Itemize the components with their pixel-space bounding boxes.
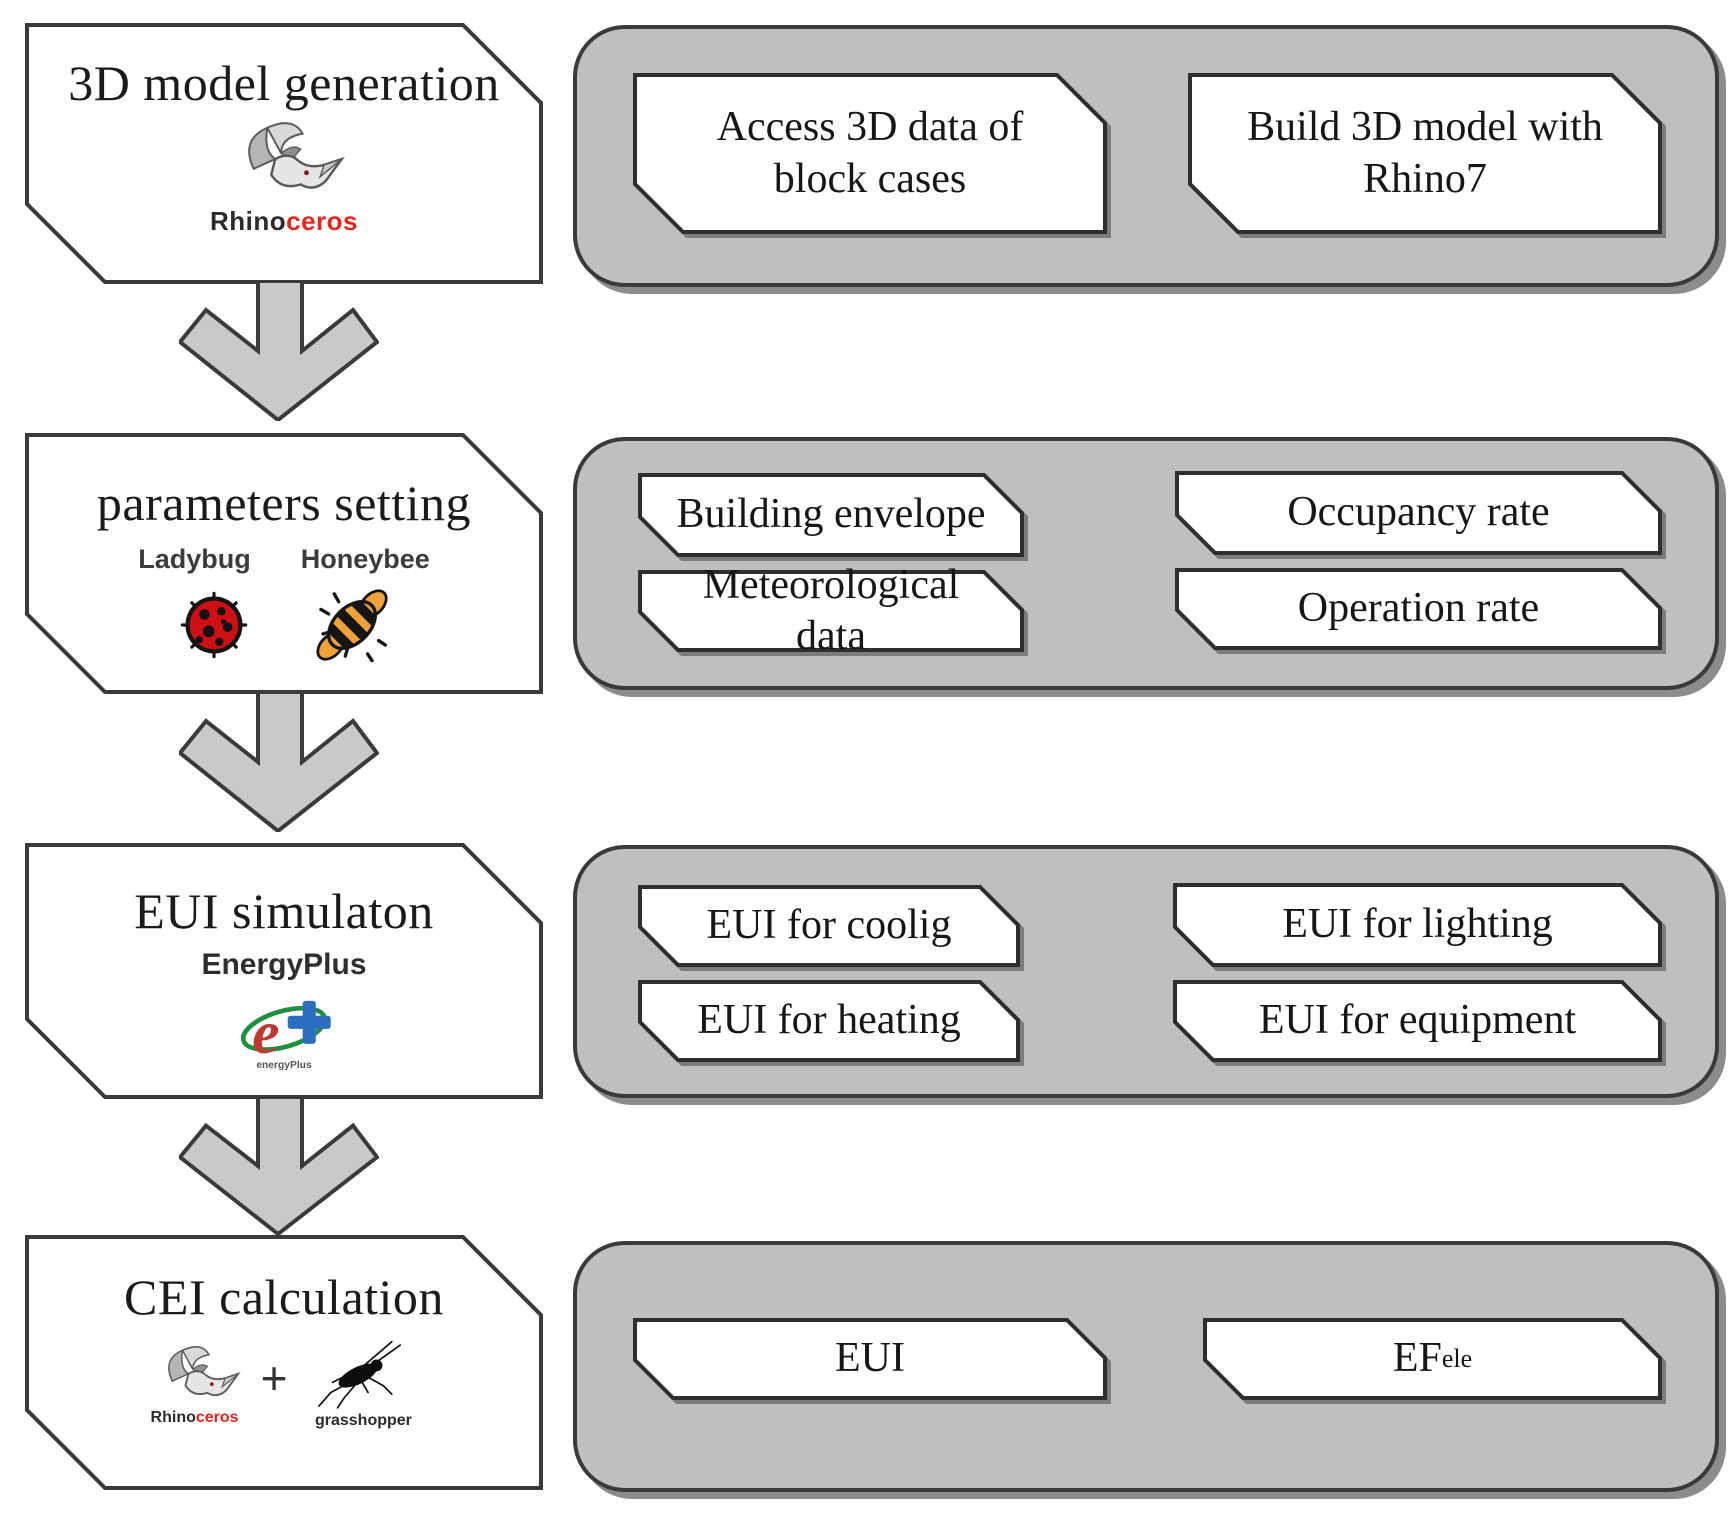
stage-parameters-setting: parameters setting Ladybug Honeybee [25, 433, 543, 694]
grasshopper-icon [318, 1340, 402, 1409]
item-eui-heating: EUI for heating [638, 980, 1020, 1062]
item-operation-rate: Operation rate [1175, 568, 1662, 650]
stage-shape [25, 1235, 543, 1490]
item-label: EUI for equipment [1258, 997, 1577, 1044]
item-label: EUI [835, 1335, 905, 1382]
item-shape [638, 570, 1024, 652]
stage-eui-simulation: EUI simulaton EnergyPlus e energyPlus [25, 843, 543, 1099]
rhinoceros-logo-icon [167, 1345, 239, 1396]
rhinoceros-logo-icon [247, 121, 343, 189]
item-build-3d-model: Build 3D model with Rhino7 [1188, 73, 1662, 234]
stage-shape [25, 433, 543, 694]
item-label: Meteorological data [702, 561, 960, 659]
stage-title: CEI calculation [124, 1269, 444, 1325]
svg-text:e: e [252, 999, 279, 1067]
item-label: EUI for heating [697, 997, 961, 1044]
grasshopper-caption: grasshopper [314, 1411, 412, 1429]
down-arrow-icon [179, 281, 379, 421]
stage-3d-model-generation: 3D model generation Rhinoceros [25, 23, 543, 284]
ef-base: EF [1392, 1335, 1442, 1382]
energyplus-label: EnergyPlus [201, 947, 367, 981]
item-meteorological-data: Meteorological data [638, 561, 1024, 659]
item-shape [1173, 980, 1662, 1062]
item-building-envelope: Building envelope [638, 473, 1024, 557]
rhino-wordmark-red: ceros [286, 205, 359, 236]
down-arrow-icon [179, 1097, 379, 1235]
ladybug-icon [180, 591, 248, 658]
item-eui-equipment: EUI for equipment [1173, 980, 1662, 1062]
item-label: EUI for coolig [706, 902, 952, 949]
stage-shape [25, 843, 543, 1099]
rhino-wordmark-black: Rhino [209, 205, 287, 236]
honeybee-label: Honeybee [300, 543, 430, 574]
item-shape [1173, 883, 1662, 967]
rhino-caption-red: ceros [195, 1408, 239, 1426]
stage-title: EUI simulaton [134, 883, 434, 939]
stage-title: 3D model generation [68, 55, 500, 111]
item-eui-cooling: EUI for coolig [638, 885, 1020, 967]
item-shape [1175, 471, 1662, 555]
item-shape [638, 473, 1024, 557]
item-shape [638, 980, 1020, 1062]
plus-sign: + [260, 1351, 288, 1404]
stage-title: parameters setting [96, 475, 472, 531]
rhinoceros-wordmark: Rhinoceros [210, 206, 358, 237]
item-shape [1175, 568, 1662, 650]
down-arrow-icon [179, 692, 379, 832]
item-shape [1188, 73, 1662, 234]
energyplus-logo-icon: e energyPlus [240, 999, 331, 1070]
energyplus-caption: energyPlus [256, 1060, 312, 1070]
item-label: Operation rate [1297, 585, 1540, 632]
item-shape [633, 1318, 1107, 1400]
item-access-3d-data: Access 3D data of block cases [633, 73, 1107, 234]
item-label: EUI for lighting [1282, 901, 1553, 948]
stage-cei-calculation: CEI calculation Rhinoceros + [25, 1235, 543, 1490]
item-shape [1203, 1318, 1662, 1400]
ef-subscript: ele [1441, 1344, 1473, 1373]
item-eui-lighting: EUI for lighting [1173, 883, 1662, 967]
item-occupancy-rate: Occupancy rate [1175, 471, 1662, 555]
honeybee-icon [316, 588, 388, 662]
item-shape [638, 885, 1020, 967]
item-label: Building envelope [676, 491, 986, 538]
rhinoceros-caption: Rhinoceros [151, 1409, 239, 1427]
item-label: Access 3D data of block cases [716, 104, 1024, 202]
item-shape [633, 73, 1107, 234]
ladybug-label: Ladybug [138, 543, 251, 574]
item-label: Occupancy rate [1287, 489, 1550, 536]
item-label: Build 3D model with Rhino7 [1247, 104, 1603, 202]
rhino-caption-black: Rhino [150, 1408, 196, 1426]
item-eui: EUI [633, 1318, 1107, 1400]
